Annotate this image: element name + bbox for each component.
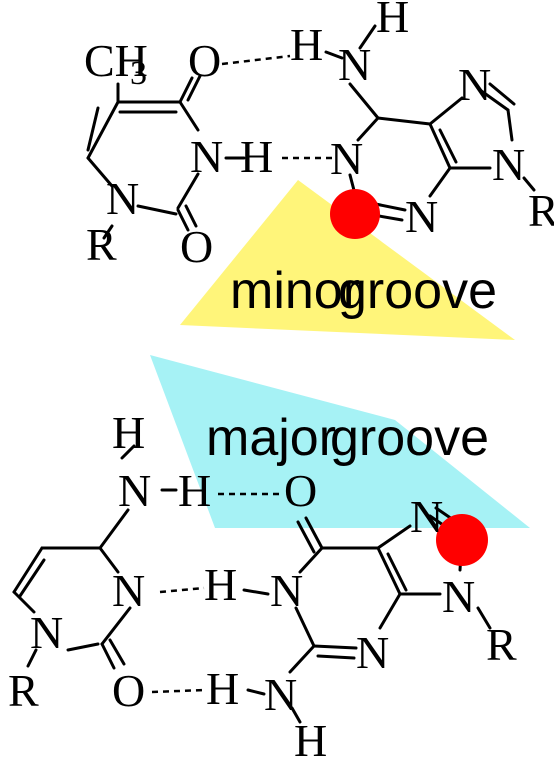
bottom-amine-h-right: H	[178, 465, 211, 516]
major-groove-region	[150, 355, 530, 528]
top-hydrogen-bonds	[221, 50, 344, 160]
top-amine-n: N	[338, 39, 371, 90]
bottom-purine-amine-h-lower: H	[294, 715, 327, 761]
minor-groove-label-second: groove	[338, 262, 497, 320]
bottom-highlight-dot	[436, 514, 488, 566]
bottom-purine-n9: N	[442, 571, 475, 622]
bottom-pyrimidine-r: R	[8, 665, 39, 716]
top-carbonyl-o-lower: O	[180, 221, 213, 272]
major-groove-label: major groove	[206, 409, 489, 467]
top-pyrimidine-ring	[86, 74, 202, 240]
bottom-purine-n1-h: H	[204, 559, 237, 610]
bottom-purine-r: R	[486, 619, 517, 670]
minor-groove-region	[180, 180, 515, 340]
bottom-purine-n3: N	[356, 627, 389, 678]
top-purine-n9: N	[492, 139, 525, 190]
top-purine-r: R	[528, 185, 554, 236]
bottom-amine-h-upper: H	[112, 407, 145, 458]
top-methyl-subscript: 3	[130, 55, 147, 92]
major-groove-label-first: major	[206, 409, 336, 467]
top-carbonyl-o-upper: O	[188, 35, 221, 86]
minor-groove-label: minor groove	[230, 262, 497, 320]
top-methyl-label: CH	[84, 35, 148, 86]
bottom-pyrimidine-ring	[12, 444, 136, 670]
bottom-purine-amine-h-left: H	[206, 663, 239, 714]
top-purine-n7: N	[458, 59, 491, 110]
top-purine-n3: N	[405, 191, 438, 242]
bottom-purine-n7: N	[410, 491, 443, 542]
top-highlight-dot	[330, 189, 380, 239]
bottom-pyrimidine-n1: N	[30, 607, 63, 658]
top-pyrimidine-r: R	[86, 219, 117, 270]
bottom-hydrogen-bonds	[151, 488, 280, 696]
bottom-amine-n: N	[118, 465, 151, 516]
top-pyrimidine-n3-h: H	[240, 131, 273, 182]
bottom-pyrimidine-n3: N	[112, 565, 145, 616]
top-purine-ring	[348, 24, 536, 222]
bottom-purine-carbonyl-o: O	[284, 465, 317, 516]
bottom-pyrimidine-carbonyl-o: O	[112, 665, 145, 716]
top-purine-n1: N	[330, 133, 363, 184]
major-groove-label-second: groove	[330, 409, 489, 467]
top-amine-h-left: H	[290, 19, 323, 70]
bottom-purine-n1: N	[270, 565, 303, 616]
top-pyrimidine-n3: N	[190, 131, 223, 182]
top-pyrimidine-n1: N	[106, 173, 139, 224]
top-amine-h-upper: H	[376, 0, 409, 42]
bottom-purine-amine-n: N	[264, 669, 297, 720]
minor-groove-label-first: minor	[230, 262, 360, 320]
